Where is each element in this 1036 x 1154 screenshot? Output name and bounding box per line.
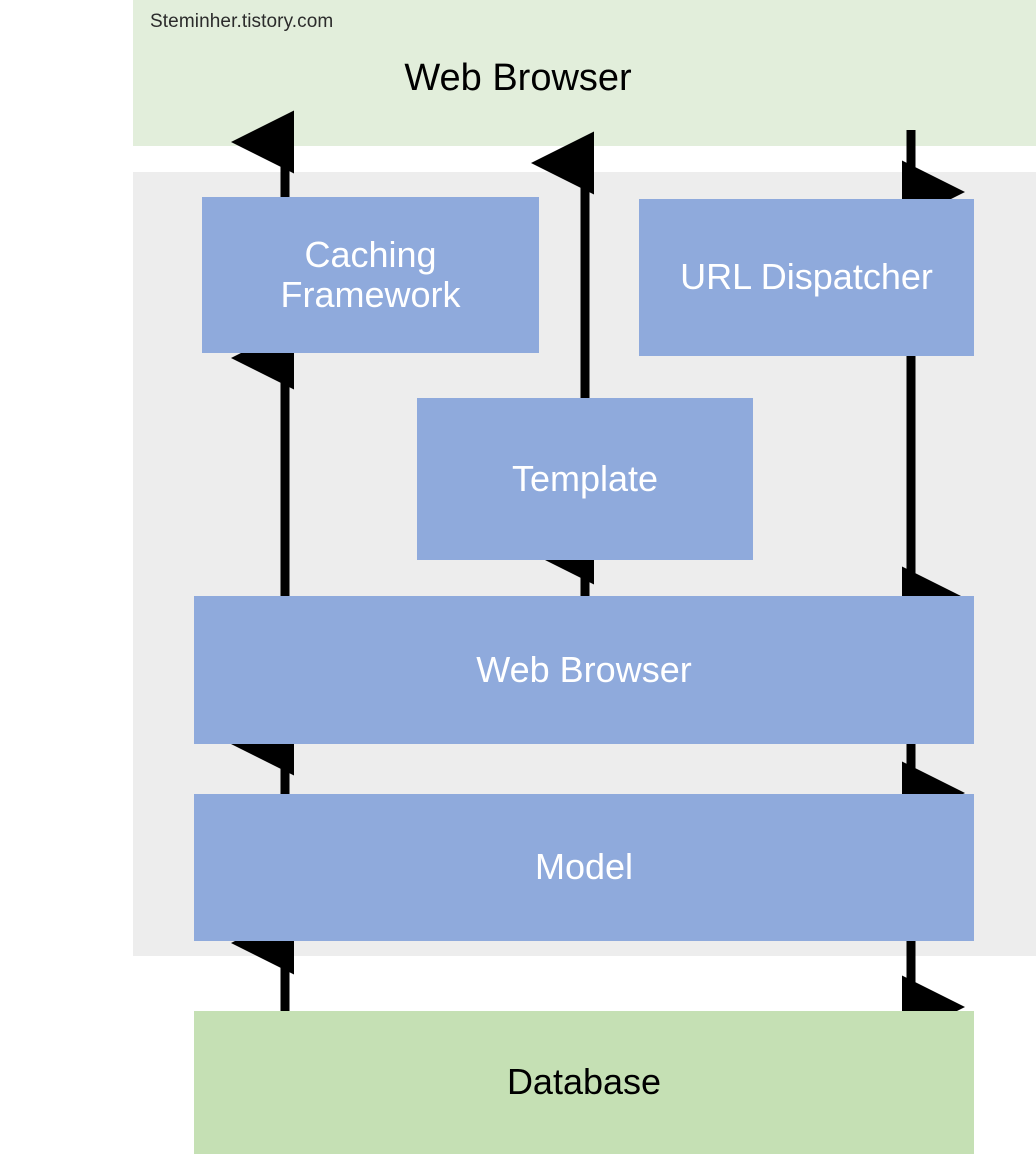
node-template[interactable]: Template — [417, 398, 753, 560]
node-caching-line1: Caching — [304, 233, 437, 275]
node-template-label: Template — [511, 457, 659, 499]
node-model-label: Model — [534, 846, 634, 888]
node-caching-framework-label: Caching Framework — [280, 233, 461, 316]
node-database-label: Database — [506, 1061, 662, 1103]
node-view[interactable]: Web Browser — [194, 596, 974, 744]
node-caching-framework[interactable]: Caching Framework — [202, 197, 539, 353]
node-caching-line2: Framework — [280, 274, 461, 315]
node-model[interactable]: Model — [194, 794, 974, 941]
node-url-dispatcher[interactable]: URL Dispatcher — [639, 199, 974, 356]
node-database[interactable]: Database — [194, 1011, 974, 1154]
watermark-text: Steminher.tistory.com — [150, 11, 334, 32]
node-view-label: Web Browser — [476, 648, 692, 690]
node-url-dispatcher-label: URL Dispatcher — [680, 256, 933, 298]
banner-title: Web Browser — [404, 57, 632, 99]
